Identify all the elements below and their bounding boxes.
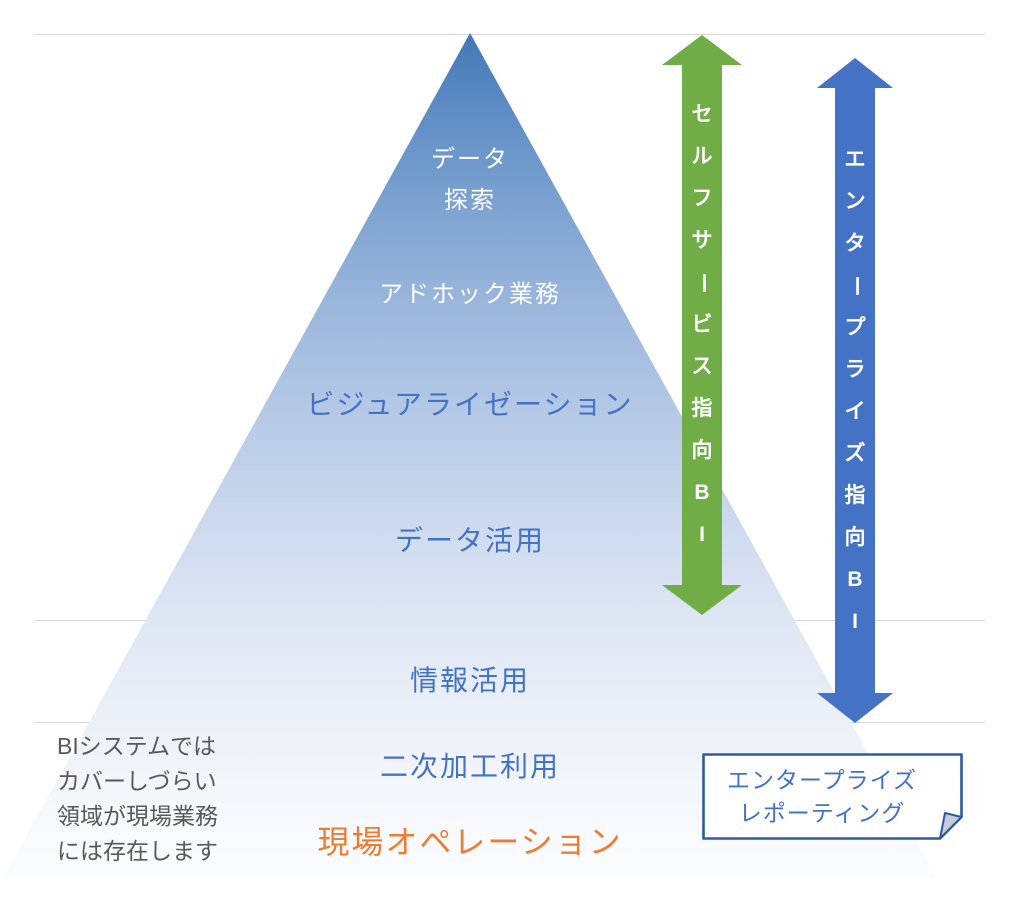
pyramid-level-data-utilization: データ活用 <box>170 519 770 559</box>
enterprise-reporting-callout: エンタープライズ レポーティング <box>702 753 963 840</box>
pyramid-level-info-utilization: 情報活用 <box>170 659 770 699</box>
pyramid-level-field-operation: 現場オペレーション <box>170 817 770 863</box>
pyramid-level-label: データ活用 <box>394 525 545 556</box>
note-line: には存在します <box>57 838 218 864</box>
pyramid-level-visualization: ビジュアライゼーション <box>170 383 770 423</box>
pyramid-level-adhoc-work: アドホック業務 <box>170 274 770 309</box>
folded-corner-box-icon <box>702 753 963 840</box>
note-line: BIシステムでは <box>57 733 217 759</box>
pyramid-level-label: 現場オペレーション <box>317 824 623 860</box>
pyramid-level-secondary-processing: 二次加工利用 <box>170 745 770 785</box>
callout-line: エンタープライズ <box>727 766 917 793</box>
pyramid-level-data-exploration: データ 探索 <box>170 139 770 221</box>
pyramid-level-label: 情報活用 <box>409 665 530 696</box>
pyramid-level-label: 探索 <box>444 187 496 214</box>
pyramid-level-label: アドホック業務 <box>379 281 561 308</box>
pyramid-level-label: ビジュアライゼーション <box>306 389 634 420</box>
bi-coverage-note: BIシステムでは カバーしづらい 領域が現場業務 には存在します <box>57 729 218 869</box>
pyramid-level-label: 二次加工利用 <box>379 751 560 782</box>
note-line: 領域が現場業務 <box>57 803 218 829</box>
double-arrow-icon <box>817 58 893 723</box>
enterprise-reporting-label: エンタープライズ レポーティング <box>702 753 942 840</box>
note-line: カバーしづらい <box>57 768 217 794</box>
callout-line: レポーティング <box>738 799 906 826</box>
pyramid-level-label: データ <box>431 146 509 173</box>
gridline-top <box>35 34 985 35</box>
double-arrow-icon <box>662 35 742 615</box>
